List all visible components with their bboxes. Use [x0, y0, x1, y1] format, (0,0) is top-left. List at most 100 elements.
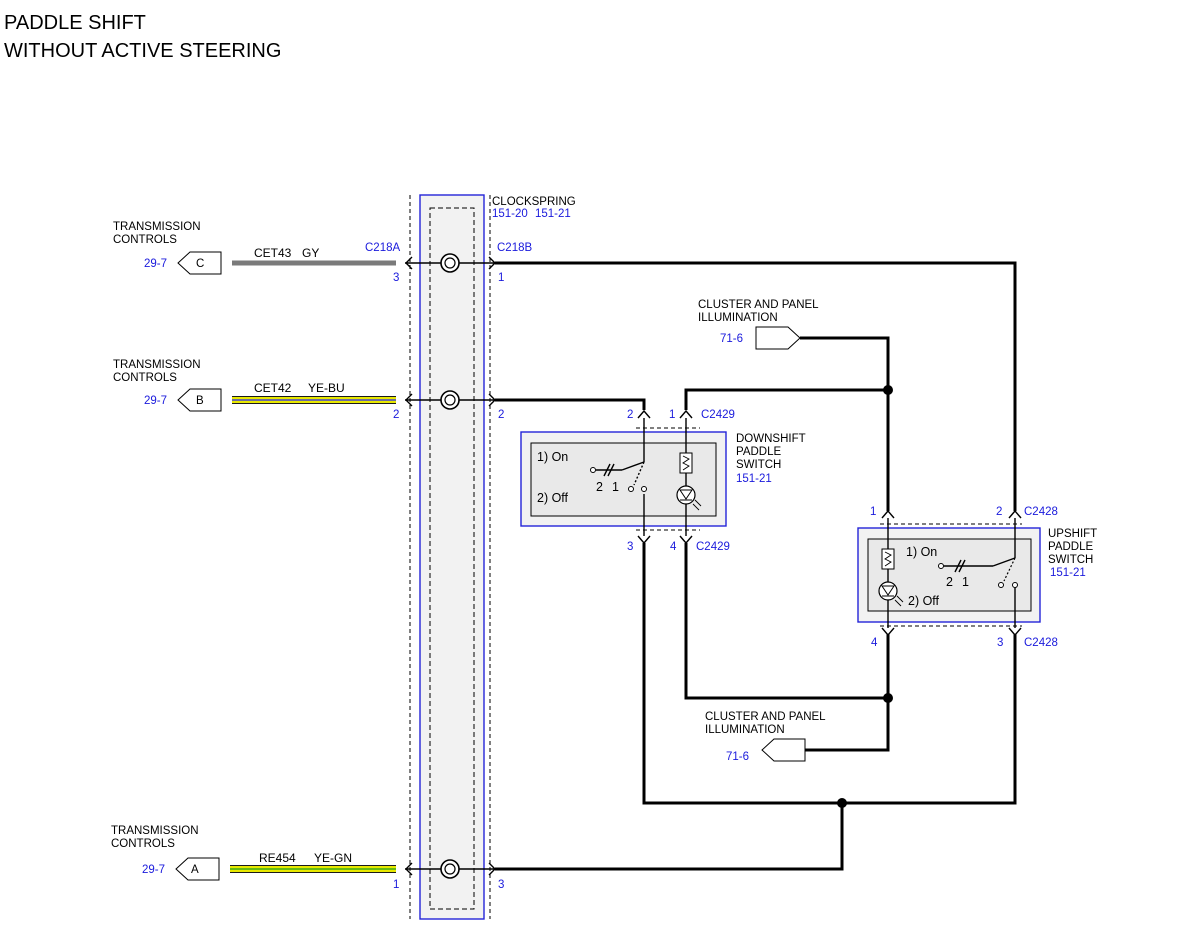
page-ref-link[interactable]: 71-6: [726, 751, 749, 763]
illumination-label: CLUSTER AND PANEL: [705, 711, 826, 723]
clockspring-inner-boundary: [429, 207, 475, 910]
upshift-label: PADDLE: [1048, 541, 1093, 553]
terminal-arrow-icon: [637, 409, 651, 419]
connector-arrow-illumination: [755, 326, 801, 350]
pin-number: 3: [393, 272, 399, 284]
transmission-controls-label: TRANSMISSION: [113, 359, 201, 371]
cluster-panel-illumination-upper: CLUSTER AND PANEL ILLUMINATION 71-6: [698, 299, 819, 350]
switch-contact-icon: [590, 461, 647, 492]
downshift-label: PADDLE: [736, 446, 781, 458]
connector-c2429-label: C2429: [696, 541, 730, 553]
wire-color-label: YE-GN: [314, 851, 352, 865]
pin-number: 3: [627, 541, 633, 553]
pin-number: 1: [669, 409, 675, 421]
connector-arrow-b: [177, 388, 222, 412]
contact-number: 2: [596, 480, 603, 494]
clockspring-coil-icon: [440, 859, 460, 879]
led-icon: [878, 581, 904, 607]
led-icon: [676, 485, 702, 511]
page-ref-link[interactable]: 29-7: [144, 395, 167, 407]
clockspring-outline: [419, 194, 485, 920]
circuit-label: CET43: [254, 246, 292, 260]
clockspring-ref-1[interactable]: 151-20: [492, 208, 528, 220]
contact-number: 1: [612, 480, 619, 494]
page-ref-link[interactable]: 29-7: [144, 258, 167, 270]
switch-state-on: 1) On: [537, 450, 568, 464]
connector-c2428-label: C2428: [1024, 637, 1058, 649]
connector-arrow-c: [177, 251, 222, 275]
terminal-arrow-icon: [637, 535, 651, 545]
transmission-controls-label: TRANSMISSION: [113, 221, 201, 233]
pin-number: 3: [997, 637, 1003, 649]
clockspring-ref-2[interactable]: 151-21: [535, 208, 571, 220]
downshift-label: DOWNSHIFT: [736, 433, 806, 445]
pin-number: 1: [498, 272, 504, 284]
circuit-label: RE454: [259, 851, 296, 865]
transmission-controls-label: TRANSMISSION: [111, 825, 199, 837]
pin-number: 1: [870, 506, 876, 518]
upshift-label: SWITCH: [1048, 554, 1093, 566]
page-ref-link[interactable]: 71-6: [720, 333, 743, 345]
downshift-paddle-switch: 1) On 2) Off 2 1 2 1 C2429 3 4 C2429 DOW…: [520, 409, 806, 553]
upshift-label: UPSHIFT: [1048, 528, 1097, 540]
terminal-arrow-icon: [679, 535, 693, 545]
clockspring-coil-icon: [440, 390, 460, 410]
connector-arrow-a: [175, 857, 220, 881]
pin-number: 2: [498, 409, 504, 421]
pin-number: 4: [670, 541, 677, 553]
clockspring: CLOCKSPRING 151-20 151-21 C218A C218B: [365, 194, 576, 920]
connector-arrow-illumination: [761, 738, 806, 762]
switch-state-off: 2) Off: [908, 594, 940, 608]
pin-number: 3: [498, 879, 504, 891]
splice-dot: [883, 693, 893, 703]
transmission-controls-c: TRANSMISSION CONTROLS 29-7 C CET43 GY 3 …: [113, 221, 504, 284]
terminal-arrow-icon: [405, 393, 413, 407]
cluster-panel-illumination-lower: CLUSTER AND PANEL ILLUMINATION 71-6: [705, 711, 826, 763]
switch-contact-icon: [938, 557, 1018, 588]
pin-number: 2: [996, 506, 1002, 518]
diagram-title-line1: PADDLE SHIFT: [4, 12, 146, 34]
splice-dot: [837, 798, 847, 808]
connector-letter: A: [191, 864, 199, 876]
pin-number: 4: [871, 637, 878, 649]
transmission-controls-b: TRANSMISSION CONTROLS 29-7 B CET42 YE-BU…: [113, 359, 504, 421]
downshift-label: SWITCH: [736, 459, 781, 471]
transmission-controls-label: CONTROLS: [111, 838, 175, 850]
terminal-arrow-icon: [1008, 509, 1022, 519]
terminal-arrow-icon: [679, 409, 693, 419]
resistor-icon: [881, 548, 895, 570]
terminal-arrow-icon: [881, 509, 895, 519]
clockspring-label: CLOCKSPRING: [492, 196, 576, 208]
illumination-label: ILLUMINATION: [698, 312, 778, 324]
page-ref-link[interactable]: 29-7: [142, 864, 165, 876]
diagram-title-line2: WITHOUT ACTIVE STEERING: [4, 40, 281, 62]
pin-number: 2: [627, 409, 633, 421]
switch-state-off: 2) Off: [537, 491, 569, 505]
connector-c2428-label: C2428: [1024, 506, 1058, 518]
upshift-inner: [867, 538, 1032, 612]
transmission-controls-label: CONTROLS: [113, 372, 177, 384]
terminal-arrow-icon: [1008, 627, 1022, 637]
wire-cet42-ye-bu: [232, 396, 396, 404]
page-ref-link[interactable]: 151-21: [736, 473, 772, 485]
contact-number: 2: [946, 575, 953, 589]
wire-color-label: YE-BU: [308, 381, 345, 395]
transmission-controls-a: TRANSMISSION CONTROLS 29-7 A RE454 YE-GN…: [111, 825, 504, 891]
page-ref-link[interactable]: 151-21: [1050, 567, 1086, 579]
wire-color-label: GY: [302, 246, 319, 260]
terminal-arrow-icon: [405, 256, 413, 270]
illumination-label: CLUSTER AND PANEL: [698, 299, 819, 311]
circuit-label: CET42: [254, 381, 292, 395]
circuit-wires: [495, 261, 1017, 871]
transmission-controls-label: CONTROLS: [113, 234, 177, 246]
wire-re454-ye-gn: [230, 865, 396, 873]
connector-c218a-label: C218A: [365, 242, 400, 254]
connector-letter: B: [196, 395, 204, 407]
pin-number: 1: [393, 879, 399, 891]
terminal-arrow-icon: [881, 627, 895, 637]
splice-dot: [883, 385, 893, 395]
illumination-label: ILLUMINATION: [705, 724, 785, 736]
upshift-paddle-switch: 1) On 2) Off 2 1 1 2 C2428 4 3 C2428 UPS…: [857, 506, 1097, 649]
connector-letter: C: [196, 258, 204, 270]
